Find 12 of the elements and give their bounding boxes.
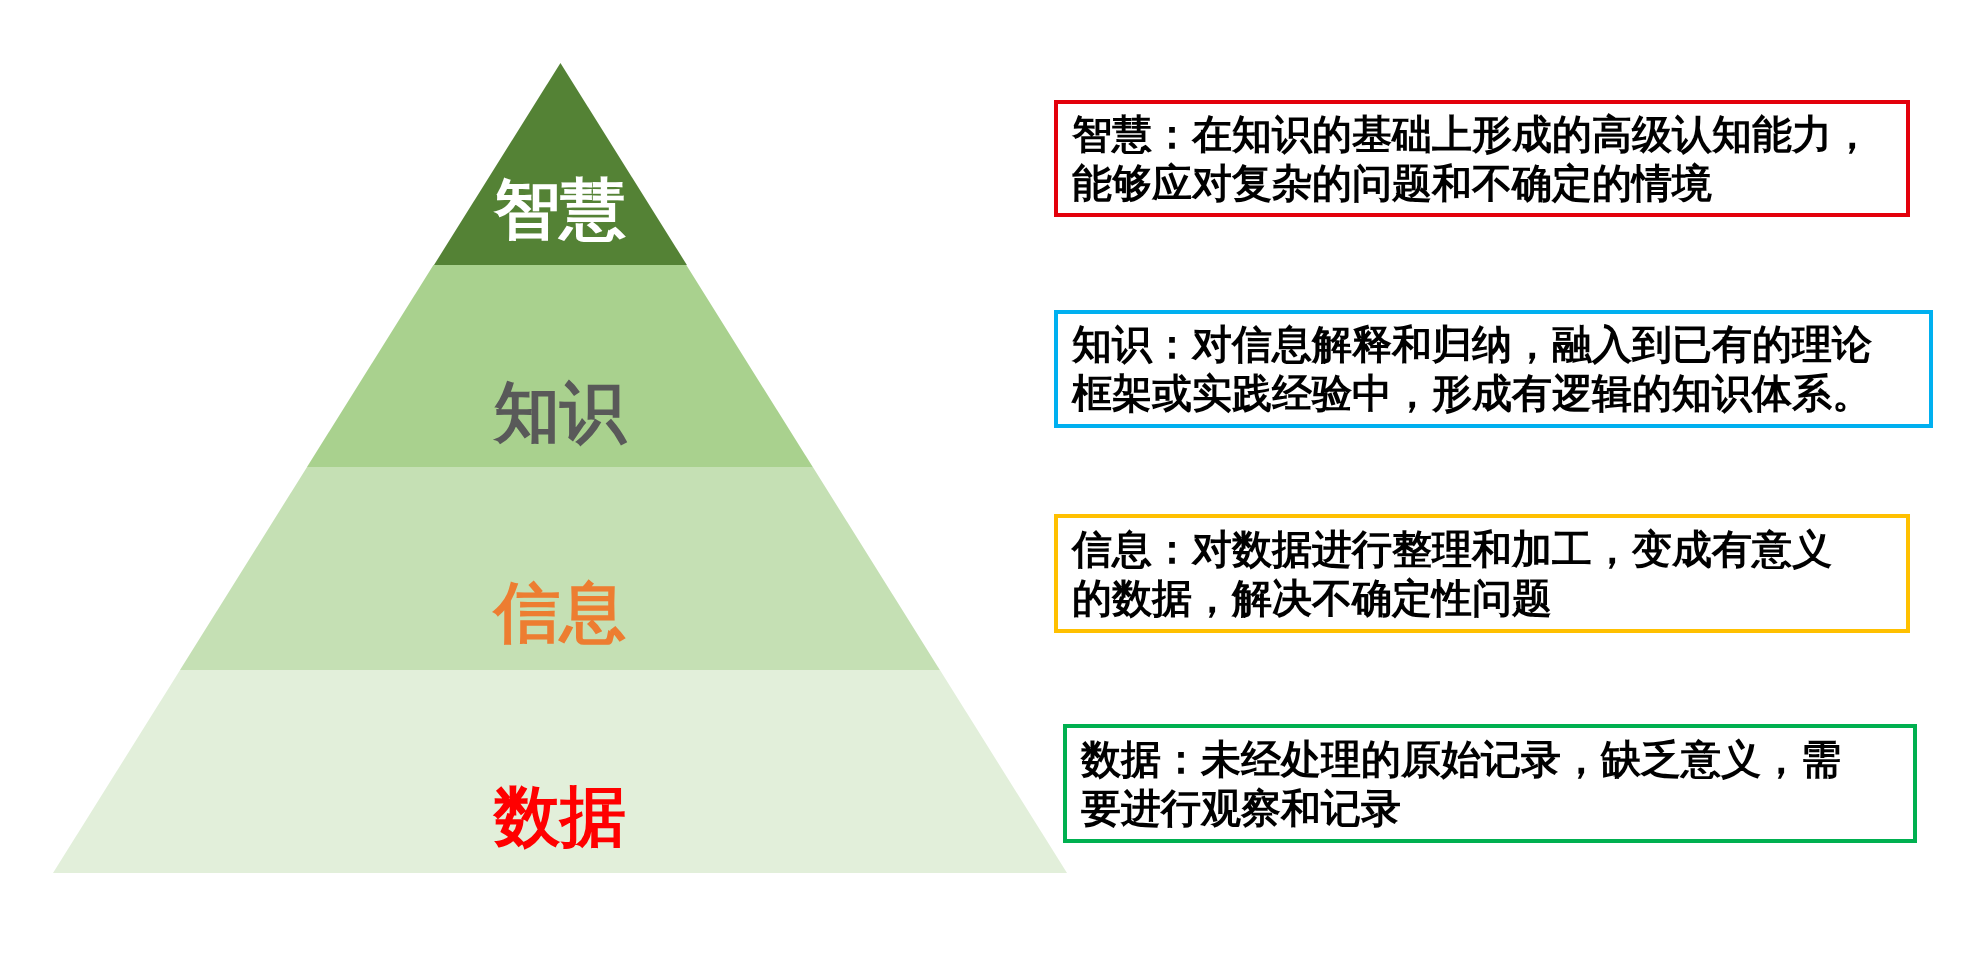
definition-box xyxy=(1063,724,1917,843)
definition-box xyxy=(1054,100,1910,217)
tier-label: 数据 xyxy=(494,784,626,850)
tier-label: 知识 xyxy=(494,380,626,446)
definition-text: 信息：对数据进行整理和加工，变成有意义的数据，解决不确定性问题 xyxy=(1072,524,1833,623)
definition-text: 数据：未经处理的原始记录，缺乏意义，需要进行观察和记录 xyxy=(1081,734,1842,833)
definition-text: 知识：对信息解释和归纳，融入到已有的理论框架或实践经验中，形成有逻辑的知识体系。 xyxy=(1072,320,1873,418)
tier-label: 信息 xyxy=(494,580,626,646)
tier-label: 智慧 xyxy=(494,177,626,243)
definition-text: 智慧：在知识的基础上形成的高级认知能力，能够应对复杂的问题和不确定的情境 xyxy=(1072,109,1873,208)
definition-box xyxy=(1054,310,1933,428)
definition-box xyxy=(1054,514,1910,633)
